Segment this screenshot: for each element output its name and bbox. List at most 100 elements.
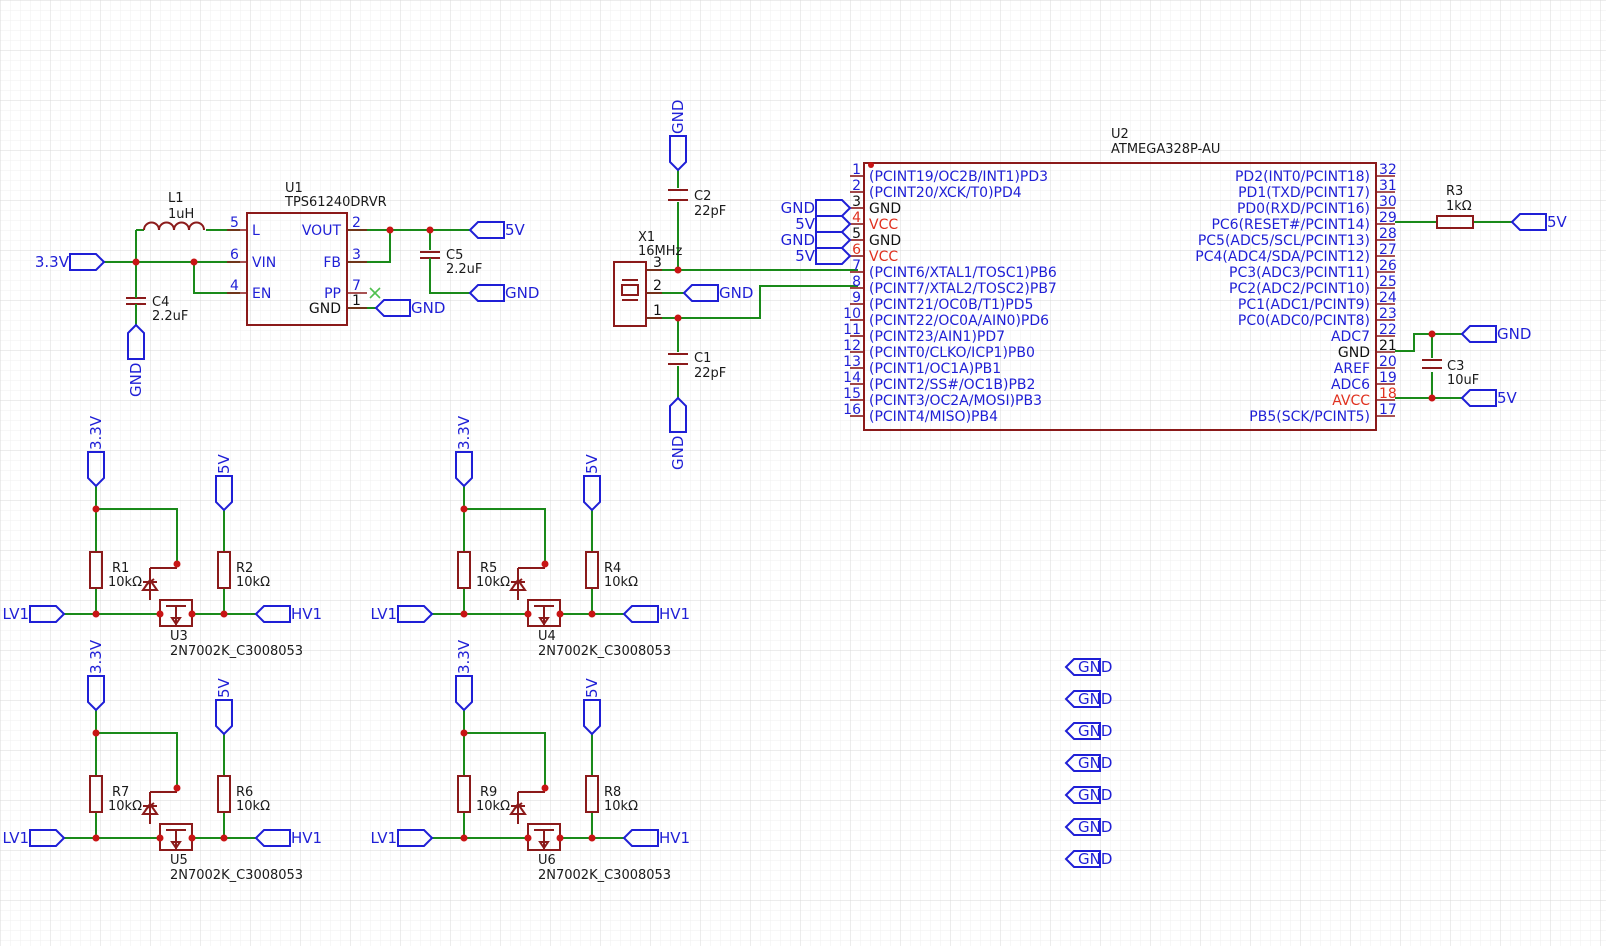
capacitor-c1[interactable] [668,353,688,365]
resistor-ref: R6 [236,785,253,800]
capacitor-c4[interactable] [126,290,146,310]
junction-dot [173,560,181,568]
gnd-flag[interactable]: GND [468,284,539,302]
v5-flag[interactable]: 5V [583,453,601,512]
u1-num-vin: 6 [230,247,239,263]
gnd-flag[interactable]: GND [1064,850,1112,868]
gnd-flag[interactable]: GND [1064,658,1112,676]
level-shifter-flags: LV1 [2,605,66,623]
v5-flag[interactable]: 5V [215,453,233,512]
v33-flag[interactable]: 3.3V [87,639,105,712]
lv1-flag[interactable]: LV1 [2,605,66,623]
v33-flag[interactable]: 3.3V [455,415,473,488]
capacitor-c3[interactable] [1422,359,1442,369]
capacitor-c5[interactable] [420,251,440,266]
resistor-r3[interactable] [1436,215,1474,229]
gnd-flag[interactable]: GND [781,231,852,249]
c3-ref: C3 [1447,359,1464,374]
resistor-ref: R8 [604,785,621,800]
lv1-flag[interactable]: LV1 [370,829,434,847]
u2-pin-name: VCC [869,217,898,233]
u1-num-en: 4 [230,278,239,294]
ic-u2[interactable] [863,162,1377,431]
hv1-flag[interactable]: HV1 [622,829,690,847]
gnd-flag[interactable]: GND [781,199,852,217]
u2-pin-number: 19 [1379,370,1397,386]
gnd-flag[interactable]: GND [374,299,445,317]
hv1-flag[interactable]: HV1 [254,829,322,847]
u2-pin-name: (PCINT21/OC0B/T1)PD5 [869,297,1033,313]
resistor-r1[interactable] [89,551,103,589]
resistor-r8[interactable] [585,775,599,813]
gnd-flag[interactable]: GND [1064,722,1112,740]
level-shifter-flags: 5V [583,453,601,512]
gnd-flag[interactable]: GND [669,100,687,172]
gnd-label: GND [669,100,687,134]
v5-label: 5V [505,221,526,239]
v33-flag[interactable]: 3.3V [35,253,106,271]
junction-dot [460,505,468,513]
lv1-flag[interactable]: LV1 [370,605,434,623]
capacitor-c2[interactable] [668,189,688,201]
resistor-r7[interactable] [89,775,103,813]
u2-pin-name: (PCINT19/OC2B/INT1)PD3 [869,169,1048,185]
u2-pin-name: (PCINT0/CLKO/ICP1)PB0 [869,345,1035,361]
gnd-flag[interactable]: GND [1460,325,1531,343]
resistor-r9[interactable] [457,775,471,813]
gnd-flag[interactable]: GND [1064,754,1112,772]
gnd-flag[interactable]: GND [127,323,145,397]
v5-flag[interactable]: 5V [215,677,233,736]
u2-pin-name: PC2(ADC2/PCINT10) [1229,281,1370,297]
hv1-flag[interactable]: HV1 [622,605,690,623]
v5-flag[interactable]: 5V [795,215,852,233]
mosfet-value: 2N7002K_C3008053 [170,644,303,659]
gnd-label: GND [1497,325,1531,343]
gnd-flag[interactable]: GND [1064,818,1112,836]
v5-flag[interactable]: 5V [1510,213,1568,231]
crystal-x1[interactable] [613,261,647,327]
u2-pin-number: 24 [1379,290,1397,306]
v33-flag[interactable]: 3.3V [87,415,105,488]
level-shifter-flags: LV1 [370,829,434,847]
gnd-label: GND [1078,850,1112,868]
u2-pin-number: 29 [1379,210,1397,226]
gnd-flag[interactable]: GND [682,284,753,302]
level-shifter-section: R110kΩR210kΩU32N7002K_C3008053R510kΩR410… [64,486,671,883]
v5-flag[interactable]: 5V [1460,389,1518,407]
u2-pin-name: (PCINT20/XCK/T0)PD4 [869,185,1022,201]
ic-u1[interactable] [246,212,348,326]
junction-dot [541,784,549,792]
v5-label: 5V [215,677,233,698]
u2-pin-name: (PCINT1/OC1A)PB1 [869,361,1001,377]
gnd-flag[interactable]: GND [1064,690,1112,708]
resistor-r6[interactable] [217,775,231,813]
level-shifter-flags: LV1 [370,605,434,623]
u2-pin-name: PC3(ADC3/PCINT11) [1229,265,1370,281]
gnd-label: GND [505,284,539,302]
resistor-r2[interactable] [217,551,231,589]
u2-pin-number: 2 [852,178,861,194]
u2-ref: U2 [1111,127,1129,142]
gnd-label: GND [1078,754,1112,772]
resistor-r4[interactable] [585,551,599,589]
c3-value: 10uF [1447,373,1479,388]
resistor-r5[interactable] [457,551,471,589]
gnd-flag[interactable]: GND [1064,786,1112,804]
u2-pin-number: 5 [852,226,861,242]
gnd-label: GND [781,199,815,217]
v5-flag[interactable]: 5V [583,677,601,736]
hv1-flag[interactable]: HV1 [254,605,322,623]
c1-ref: C1 [694,351,711,366]
v5-flag[interactable]: 5V [468,221,526,239]
u2-pin-number: 25 [1379,274,1397,290]
mcu-section: U2 ATMEGA328P-AU 1(PCINT19/OC2B/INT1)PD3… [843,127,1512,431]
u2-pin-name: PC5(ADC5/SCL/PCINT13) [1198,233,1370,249]
lv1-flag[interactable]: LV1 [2,829,66,847]
junction-dot [588,834,596,842]
gnd-flag[interactable]: GND [669,396,687,470]
v33-flag[interactable]: 3.3V [455,639,473,712]
u1-pin-vout: VOUT [302,223,342,239]
v5-flag[interactable]: 5V [795,247,852,265]
u2-pin-name: PD0(RXD/PCINT16) [1237,201,1370,217]
